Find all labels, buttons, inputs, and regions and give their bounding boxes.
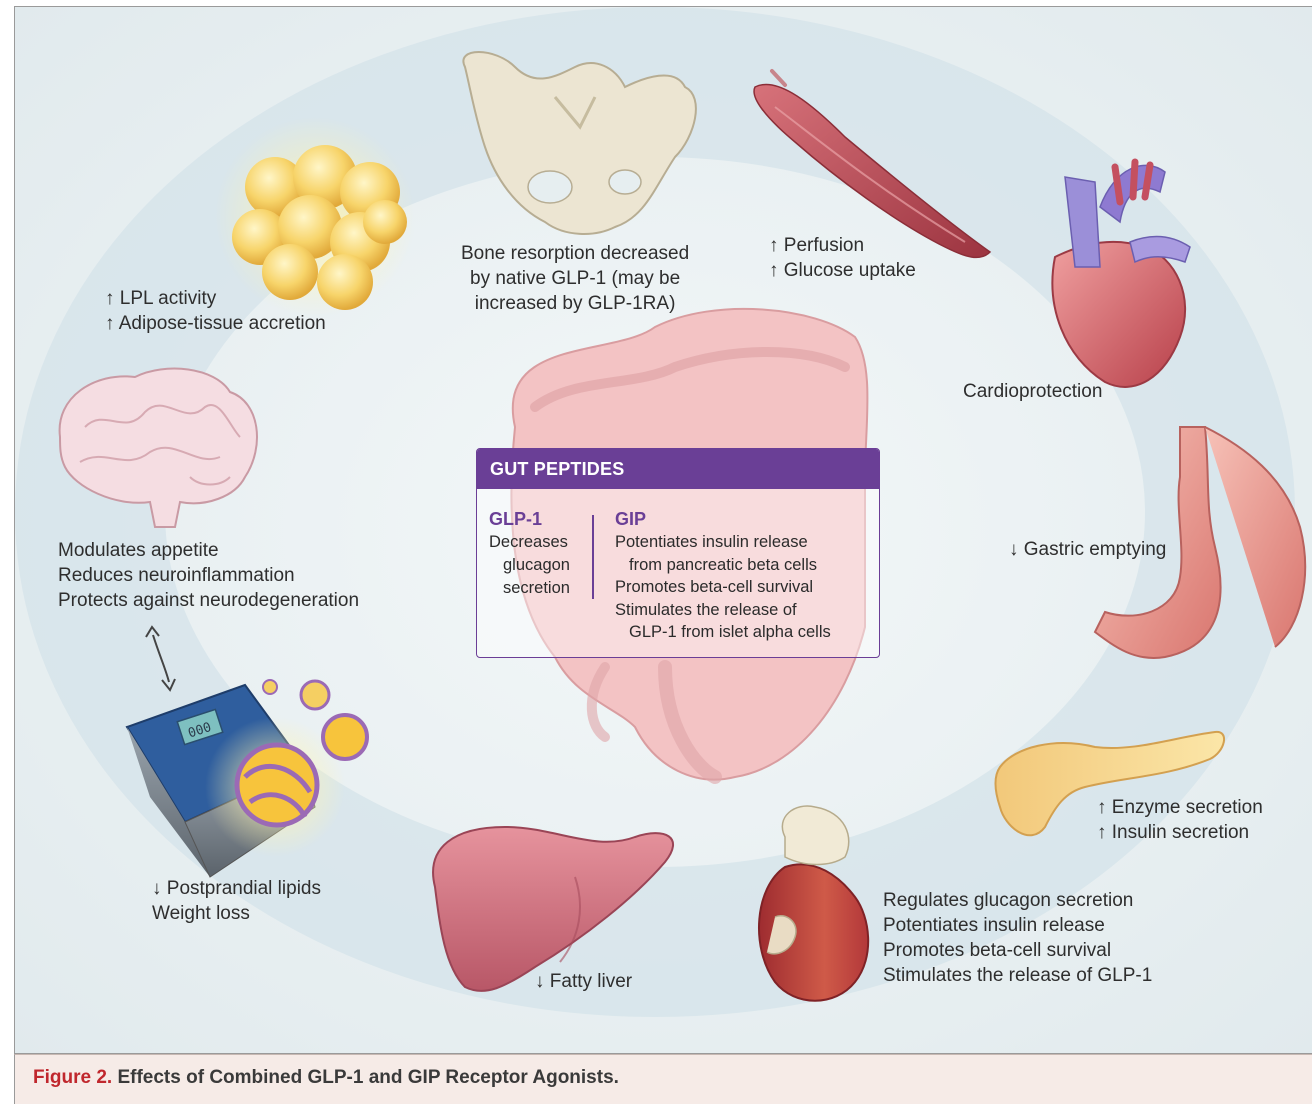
gip-line-5: GLP-1 from islet alpha cells xyxy=(615,621,875,644)
pancreas-effects-label: ↑ Enzyme secretion ↑ Insulin secretion xyxy=(1097,795,1263,845)
weight-label-line-2: Weight loss xyxy=(152,901,321,926)
brain-effects-label: Modulates appetite Reduces neuroinflamma… xyxy=(58,538,359,613)
stomach-label-line-1: ↓ Gastric emptying xyxy=(1009,537,1166,562)
bone-label-line-3: increased by GLP-1RA) xyxy=(461,291,689,316)
weight-effects-label: ↓ Postprandial lipids Weight loss xyxy=(152,876,321,926)
kidney-adrenal-icon xyxy=(759,806,868,1001)
liver-label-line-1: ↓ Fatty liver xyxy=(535,969,632,994)
gip-line-4: Stimulates the release of xyxy=(615,599,875,622)
muscle-effects-label: ↑ Perfusion ↑ Glucose uptake xyxy=(769,233,916,283)
brain-label-line-1: Modulates appetite xyxy=(58,538,359,563)
gip-line-1: Potentiates insulin release xyxy=(615,531,875,554)
glp1-line-2: glucagon xyxy=(489,554,581,577)
gut-peptides-header: GUT PEPTIDES xyxy=(477,449,879,489)
bone-label-line-1: Bone resorption decreased xyxy=(461,241,689,266)
gip-title: GIP xyxy=(615,507,875,531)
heart-label-line-1: Cardioprotection xyxy=(963,379,1102,404)
figure-panel: 000 xyxy=(14,6,1312,1054)
glp1-line-1: Decreases xyxy=(489,531,581,554)
adipose-effects-label: ↑ LPL activity ↑ Adipose-tissue accretio… xyxy=(105,286,326,336)
kidney-label-line-4: Stimulates the release of GLP-1 xyxy=(883,963,1152,988)
stomach-effects-label: ↓ Gastric emptying xyxy=(1009,537,1166,562)
glp1-title: GLP-1 xyxy=(489,507,581,531)
kidney-label-line-3: Promotes beta-cell survival xyxy=(883,938,1152,963)
adipose-label-line-2: ↑ Adipose-tissue accretion xyxy=(105,311,326,336)
glp1-line-3: secretion xyxy=(489,577,581,600)
pelvis-bone-icon xyxy=(463,52,695,234)
heart-icon xyxy=(1052,162,1190,387)
adipose-label-line-1: ↑ LPL activity xyxy=(105,286,326,311)
column-divider xyxy=(592,515,594,599)
heart-effects-label: Cardioprotection xyxy=(963,379,1102,404)
gip-column: GIP Potentiates insulin release from pan… xyxy=(615,507,875,644)
pancreas-label-line-1: ↑ Enzyme secretion xyxy=(1097,795,1263,820)
muscle-label-line-2: ↑ Glucose uptake xyxy=(769,258,916,283)
kidney-label-line-1: Regulates glucagon secretion xyxy=(883,888,1152,913)
gip-line-3: Promotes beta-cell survival xyxy=(615,576,875,599)
gip-line-2: from pancreatic beta cells xyxy=(615,554,875,577)
figure-number: Figure 2. xyxy=(33,1067,112,1088)
brain-label-line-2: Reduces neuroinflammation xyxy=(58,563,359,588)
liver-effects-label: ↓ Fatty liver xyxy=(535,969,632,994)
figure-title: Effects of Combined GLP-1 and GIP Recept… xyxy=(117,1067,618,1088)
brain-label-line-3: Protects against neurodegeneration xyxy=(58,588,359,613)
pancreas-label-line-2: ↑ Insulin secretion xyxy=(1097,820,1263,845)
bone-label-line-2: by native GLP-1 (may be xyxy=(461,266,689,291)
glp1-column: GLP-1 Decreases glucagon secretion xyxy=(489,507,581,600)
figure-caption: Figure 2. Effects of Combined GLP-1 and … xyxy=(33,1067,619,1089)
caption-bar: Figure 2. Effects of Combined GLP-1 and … xyxy=(14,1054,1312,1104)
kidney-label-line-2: Potentiates insulin release xyxy=(883,913,1152,938)
kidney-effects-label: Regulates glucagon secretion Potentiates… xyxy=(883,888,1152,988)
weight-label-line-1: ↓ Postprandial lipids xyxy=(152,876,321,901)
muscle-label-line-1: ↑ Perfusion xyxy=(769,233,916,258)
gut-peptides-box: GUT PEPTIDES GLP-1 Decreases glucagon se… xyxy=(476,448,880,658)
bone-effects-label: Bone resorption decreased by native GLP-… xyxy=(461,241,689,316)
